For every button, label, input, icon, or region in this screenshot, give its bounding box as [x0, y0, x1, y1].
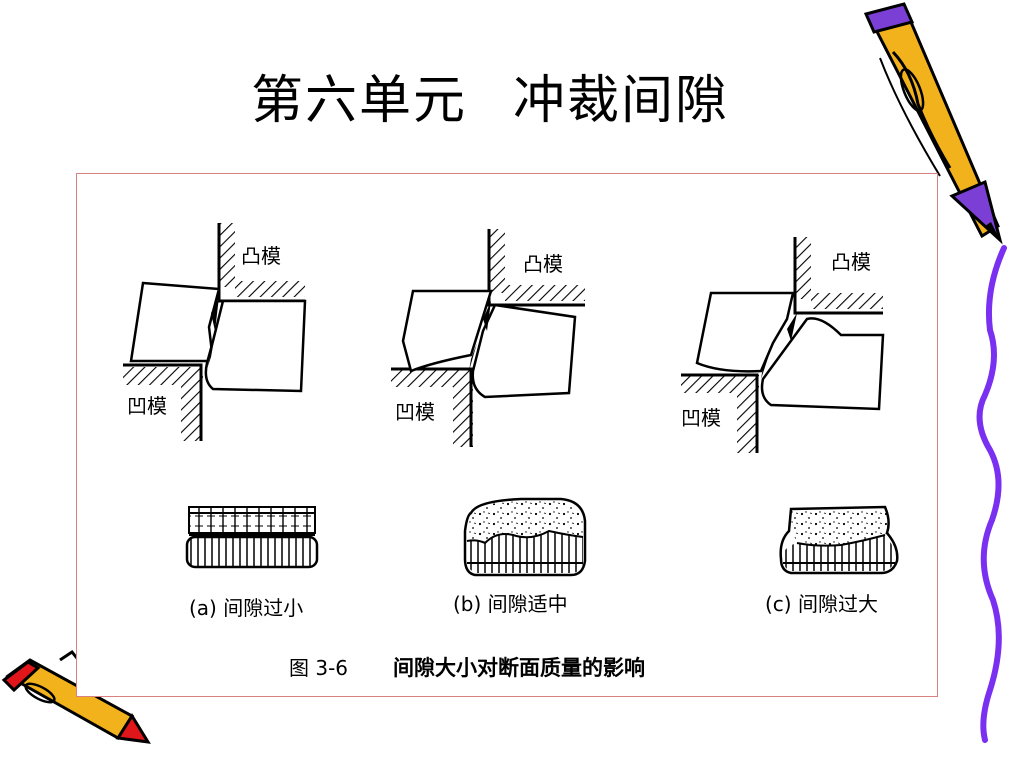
slide-title-part2: 冲裁间隙	[513, 71, 730, 131]
figure-frame: 凸模 凹模 凸模 凹模	[76, 173, 938, 697]
panel-c-die-label: 凹模	[681, 406, 721, 430]
section-view-a	[185, 506, 319, 569]
figure-caption: 间隙大小对断面质量的影响	[393, 656, 645, 680]
panel-c-caption: (c) 间隙过大	[765, 592, 878, 616]
figure-diagram: 凸模 凹模 凸模 凹模	[123, 223, 899, 680]
figure-number: 图 3-6	[289, 656, 348, 680]
section-view-c	[779, 505, 899, 575]
panel-a-die-diagram: 凸模 凹模	[123, 223, 307, 441]
panel-a-caption: (a) 间隙过小	[189, 596, 303, 620]
panel-b-die-diagram: 凸模 凹模	[391, 229, 585, 447]
squiggle-line-icon	[976, 245, 1007, 743]
section-view-b	[463, 497, 587, 577]
panel-a-die-label: 凹模	[127, 394, 167, 418]
panel-b-punch-label: 凸模	[523, 252, 563, 276]
panel-c-punch-label: 凸模	[831, 250, 871, 274]
panel-a-punch-label: 凸模	[241, 244, 281, 268]
panel-b-die-label: 凹模	[395, 400, 435, 424]
slide-title-part1: 第六单元	[250, 71, 467, 131]
slide-title: 第六单元冲裁间隙	[0, 58, 980, 133]
panel-b-caption: (b) 间隙适中	[453, 592, 568, 616]
panel-c-die-diagram: 凸模 凹模	[681, 237, 885, 453]
